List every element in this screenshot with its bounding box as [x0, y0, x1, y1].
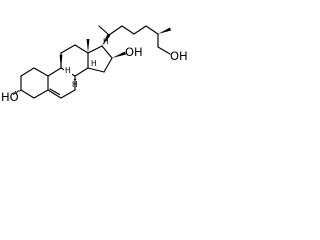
h-c14: H	[90, 59, 98, 68]
methyl-c18	[86, 39, 90, 53]
h14-label: H	[91, 59, 97, 68]
molecule-diagram: H H H H HO OH OH	[1, 25, 188, 104]
structure-canvas: H H H H HO OH OH	[0, 0, 231, 108]
hydroxyl-3-label: HO	[1, 90, 19, 104]
h-c8: H	[72, 76, 78, 89]
methyl-c19	[59, 53, 63, 69]
hydroxyl-16-label: OH	[125, 45, 143, 59]
bond-c16-oh	[112, 51, 126, 58]
h17-label: H	[103, 37, 109, 46]
side-chain	[98, 25, 171, 55]
h-c9: H	[64, 66, 72, 75]
h9-label: H	[65, 66, 71, 75]
ring-d	[87, 45, 113, 73]
ring-a	[20, 67, 49, 99]
hydroxyl-26-label: OH	[170, 49, 188, 63]
bond-c3-oh	[13, 89, 22, 96]
h8-label: H	[72, 80, 78, 89]
h-c17: H	[103, 37, 109, 46]
